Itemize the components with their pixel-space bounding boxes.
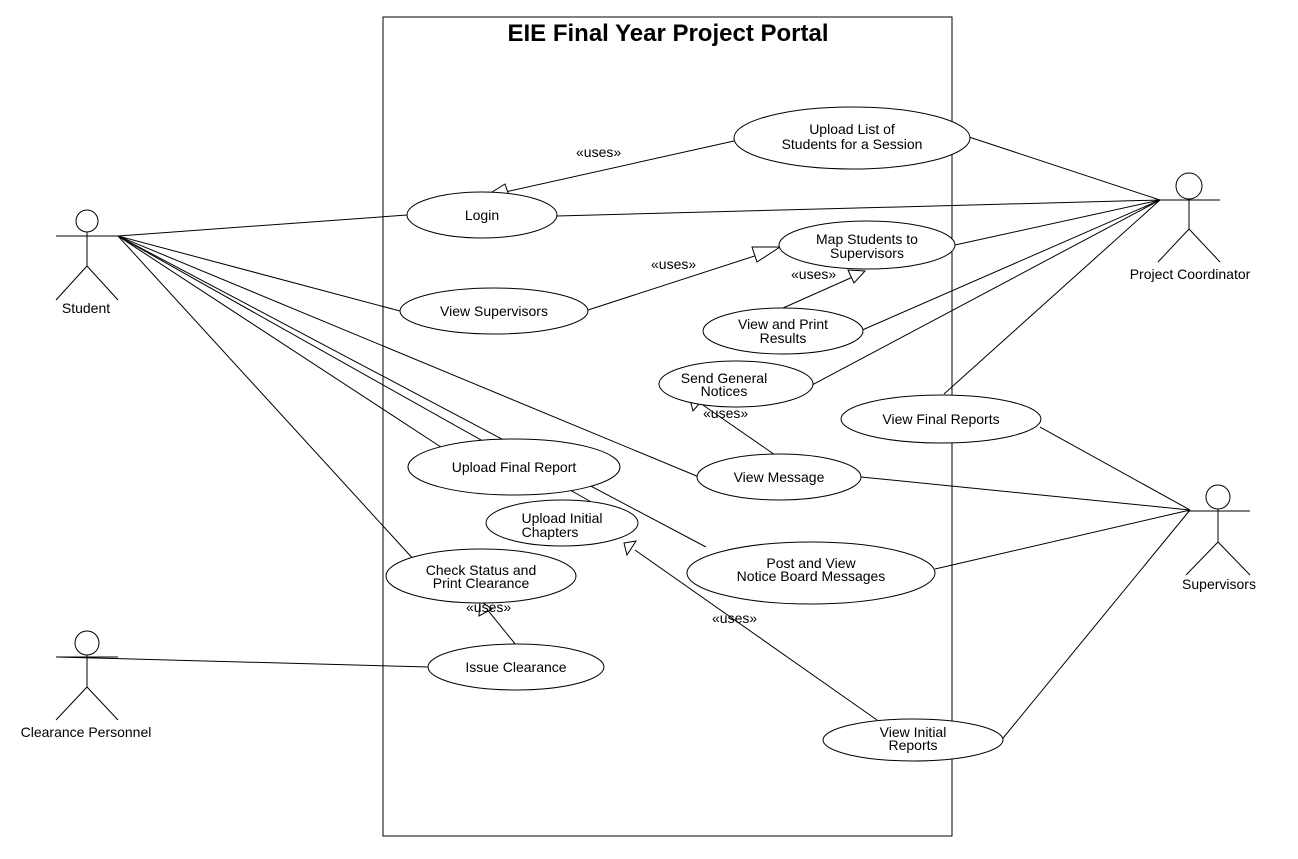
assoc-student-view-supervisors: [117, 235, 401, 312]
assoc-student-post-view-notice: [117, 235, 707, 548]
uses-arrow-check-status: [478, 600, 493, 617]
use-case-view-print-results[interactable]: View and Print Results: [702, 307, 864, 355]
actor-clearance-personnel-label: Clearance Personnel: [21, 724, 152, 740]
assoc-supervisors-view-message: [860, 476, 1191, 511]
uses-label-4: «uses»: [703, 405, 748, 421]
assoc-coordinator-view-final-reports: [943, 199, 1161, 395]
use-case-view-final-reports[interactable]: View Final Reports: [840, 394, 1042, 444]
uses-line-view-supervisors-map: [587, 250, 771, 311]
assoc-supervisors-post-view-notice: [934, 509, 1191, 570]
uses-label-5: «uses»: [712, 610, 757, 626]
use-case-upload-list[interactable]: Upload List of Students for a Session: [733, 106, 971, 170]
actor-clearance-personnel-icon: [74, 630, 100, 656]
uses-label-3: «uses»: [791, 266, 836, 282]
assoc-student-check-status: [117, 235, 417, 563]
use-case-map-students-line-1: Map Students to: [816, 231, 918, 247]
actor-student-label: Student: [62, 300, 110, 316]
use-case-login-label: Login: [465, 207, 499, 223]
use-case-check-status-line-1: Check Status and: [426, 562, 537, 578]
use-case-upload-initial-chapters-line-2: Chapters: [522, 524, 579, 540]
assoc-student-login: [117, 214, 408, 237]
use-case-view-final-reports-label: View Final Reports: [882, 411, 999, 427]
actor-supervisors-label: Supervisors: [1182, 576, 1256, 592]
actor-student-icon: [75, 209, 99, 233]
uses-arrow-map-students-2: [847, 269, 867, 284]
assoc-clearance-issue-clearance: [55, 656, 430, 668]
use-case-check-status[interactable]: Check Status and Print Clearance: [385, 548, 577, 604]
use-case-post-view-notice[interactable]: Post and View Notice Board Messages: [686, 541, 936, 605]
actor-project-coordinator-label: Project Coordinator: [1130, 266, 1251, 282]
use-case-view-supervisors-label: View Supervisors: [440, 303, 548, 319]
use-case-upload-final-report[interactable]: Upload Final Report: [407, 438, 621, 496]
use-case-upload-list-line-1: Upload List of: [809, 121, 895, 137]
assoc-student-view-message: [117, 235, 700, 478]
use-case-login[interactable]: Login: [406, 191, 558, 239]
use-case-issue-clearance-label: Issue Clearance: [465, 659, 566, 675]
uses-line-issue-check: [485, 607, 517, 646]
use-case-view-initial-reports[interactable]: View Initial Reports: [822, 718, 1004, 762]
use-case-view-message[interactable]: View Message: [696, 453, 862, 501]
system-title: EIE Final Year Project Portal: [507, 20, 828, 47]
actor-student[interactable]: [55, 209, 119, 301]
use-case-view-initial-reports-line-1: View Initial: [880, 724, 947, 740]
actor-supervisors[interactable]: [1185, 484, 1251, 576]
use-case-send-notices-line-1: Send General: [681, 370, 767, 386]
uses-line-upload-list-login: [504, 140, 735, 193]
assoc-coordinator-view-print-results: [859, 199, 1161, 332]
assoc-coordinator-send-notices: [811, 199, 1161, 386]
assoc-student-upload-final-report: [117, 235, 448, 452]
assoc-supervisors-view-initial-reports: [998, 509, 1191, 744]
use-case-issue-clearance[interactable]: Issue Clearance: [427, 643, 605, 691]
uses-line-results-map: [782, 275, 856, 309]
use-case-view-initial-reports-line-2: Reports: [888, 737, 937, 753]
use-case-upload-initial-chapters-line-1: Upload Initial: [522, 510, 603, 526]
actor-clearance-personnel[interactable]: [55, 630, 119, 721]
uses-relations: [485, 140, 878, 721]
use-case-send-notices-line-2: Notices: [701, 383, 748, 399]
use-case-post-view-notice-line-1: Post and View: [766, 555, 856, 571]
use-case-view-print-results-line-2: Results: [760, 330, 807, 346]
use-case-view-print-results-line-1: View and Print: [738, 316, 828, 332]
uses-line-message-notices: [699, 402, 779, 458]
uses-label-2: «uses»: [651, 256, 696, 272]
actor-project-coordinator-icon: [1175, 172, 1203, 200]
use-case-upload-list-line-2: Students for a Session: [782, 136, 923, 152]
use-case-map-students[interactable]: Map Students to Supervisors: [778, 220, 956, 270]
use-case-post-view-notice-line-2: Notice Board Messages: [737, 568, 886, 584]
uses-arrow-upload-initial-chapters: [623, 540, 638, 557]
actor-project-coordinator[interactable]: [1157, 172, 1221, 263]
use-case-check-status-line-2: Print Clearance: [433, 575, 530, 591]
use-case-map-students-line-2: Supervisors: [830, 245, 904, 261]
assoc-coordinator-upload-list: [968, 136, 1161, 201]
actor-supervisors-icon: [1205, 484, 1231, 510]
assoc-coordinator-login: [556, 199, 1161, 217]
assoc-supervisors-view-final-reports: [1039, 426, 1191, 511]
uses-arrow-map-students: [751, 246, 782, 263]
assoc-coordinator-map-students: [954, 199, 1161, 246]
use-case-upload-initial-chapters[interactable]: Upload Initial Chapters: [485, 499, 639, 547]
uses-label-1: «uses»: [576, 144, 621, 160]
use-case-view-supervisors[interactable]: View Supervisors: [399, 287, 589, 335]
uses-line-initial-reports-chapters: [634, 549, 878, 721]
use-case-upload-final-report-label: Upload Final Report: [452, 459, 577, 475]
use-case-send-notices[interactable]: Send General Notices: [658, 360, 814, 408]
associations: [55, 136, 1191, 744]
use-case-view-message-label: View Message: [734, 469, 825, 485]
